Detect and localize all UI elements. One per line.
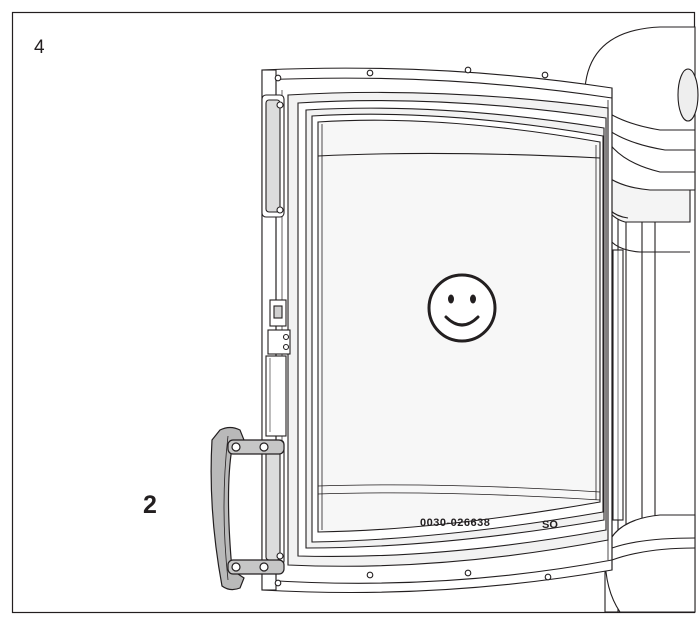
door-handle-icon bbox=[210, 426, 285, 591]
door-serial-marking: 0030-026638 bbox=[420, 517, 490, 529]
door-marking-suffix: SO bbox=[542, 519, 558, 531]
step-number: 4 bbox=[34, 37, 45, 58]
callout-label-handle: 2 bbox=[143, 491, 157, 519]
smiley-face-icon bbox=[427, 273, 497, 343]
stove-body bbox=[584, 26, 699, 613]
